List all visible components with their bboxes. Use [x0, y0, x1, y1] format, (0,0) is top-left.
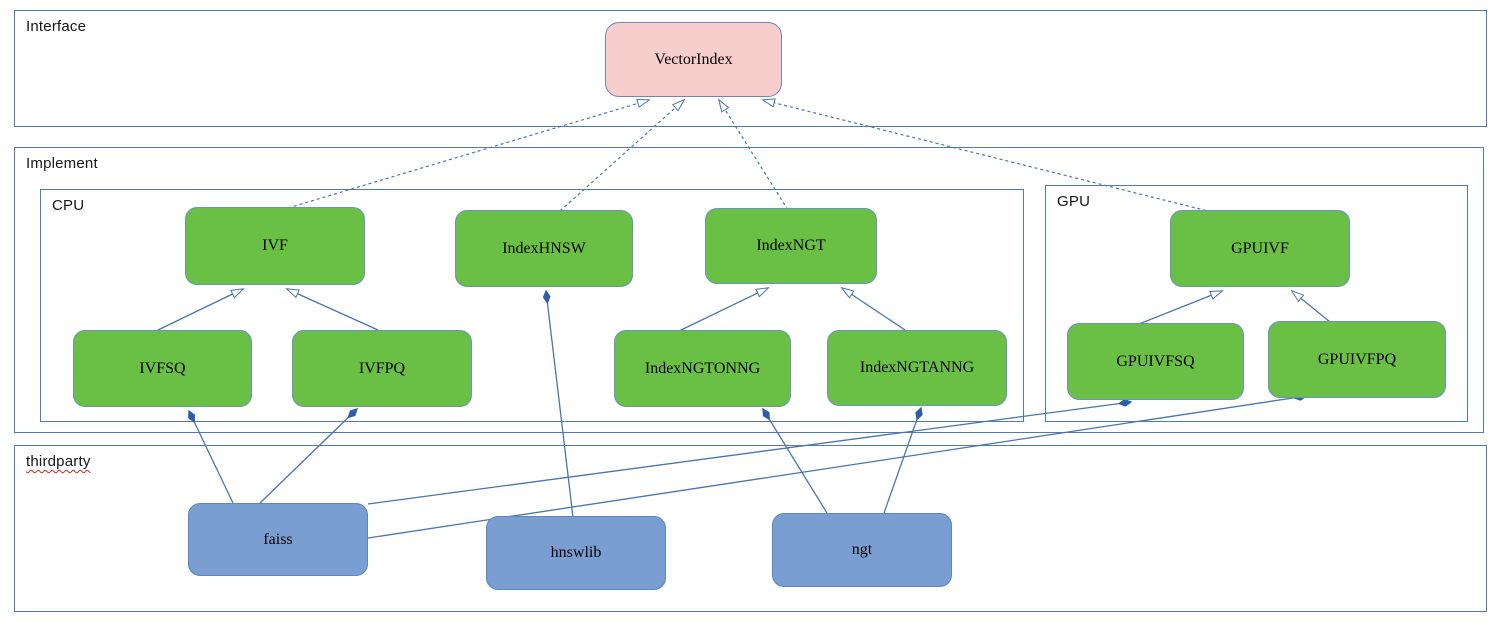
edge-ngt-indexngtanng[interactable]	[883, 406, 923, 514]
cpu-label: CPU	[52, 197, 85, 214]
node-indexngt[interactable]: IndexNGT	[705, 208, 877, 284]
container-thirdparty[interactable]: thirdparty	[14, 445, 1487, 612]
ivfpq-node-label: IVFPQ	[358, 359, 406, 377]
edge-faiss-ivfpq[interactable]	[259, 408, 358, 504]
edge-gpuivfsq-gpuivf[interactable]	[1138, 291, 1222, 325]
edge-ivfpq-ivf[interactable]	[287, 289, 379, 331]
node-gpuivf[interactable]: GPUIVF	[1170, 210, 1350, 287]
node-ivfpq[interactable]: IVFPQ	[292, 330, 472, 407]
edge-ivf-vectorindex[interactable]	[287, 100, 649, 209]
edge-faiss-gpuivfpq[interactable]	[367, 393, 1308, 539]
edge-indexhnsw-vectorindex[interactable]	[559, 100, 684, 212]
node-indexngtonng[interactable]: IndexNGTONNG	[614, 330, 791, 407]
faiss-node-label: faiss	[263, 530, 293, 548]
indexngt-node-label: IndexNGT	[756, 237, 826, 254]
edge-hnswlib-indexhnsw[interactable]	[542, 289, 574, 518]
node-vectorindex[interactable]: VectorIndex	[605, 22, 782, 97]
node-gpuivfpq[interactable]: GPUIVFPQ	[1268, 321, 1446, 398]
node-ivf[interactable]: IVF	[185, 207, 365, 285]
gpu-label: GPU	[1057, 193, 1091, 210]
indexngtanng-node-label: IndexNGTANNG	[859, 359, 975, 376]
node-indexngtanng[interactable]: IndexNGTANNG	[827, 330, 1007, 406]
edge-gpuivf-vectorindex[interactable]	[763, 100, 1213, 213]
edge-indexngtanng-indexngt[interactable]	[842, 288, 906, 331]
implement-label: Implement	[26, 155, 98, 172]
edge-faiss-ivfsq[interactable]	[188, 409, 234, 504]
node-ngt[interactable]: ngt	[772, 513, 952, 587]
edge-indexngt-vectorindex[interactable]	[719, 100, 789, 211]
hnswlib-node-label: hnswlib	[550, 544, 602, 561]
ivfsq-node-label: IVFSQ	[139, 359, 186, 377]
gpuivfsq-node-label: GPUIVFSQ	[1116, 352, 1195, 370]
ivf-node-label: IVF	[262, 237, 288, 254]
edge-ngt-indexngtonng[interactable]	[762, 407, 828, 514]
container-cpu[interactable]: CPU	[40, 189, 1024, 422]
gpuivfpq-node-label: GPUIVFPQ	[1317, 350, 1397, 368]
ngt-node-label: ngt	[851, 541, 873, 558]
node-gpuivfsq[interactable]: GPUIVFSQ	[1067, 323, 1244, 400]
edge-ivfsq-ivf[interactable]	[157, 289, 243, 331]
indexhnsw-node-label: IndexHNSW	[502, 239, 586, 257]
gpuivf-node-label: GPUIVF	[1231, 239, 1289, 257]
container-interface[interactable]: Interface	[14, 10, 1487, 127]
container-gpu[interactable]: GPU	[1045, 185, 1468, 422]
edge-faiss-gpuivfsq[interactable]	[367, 398, 1133, 505]
edge-gpuivfpq-gpuivf[interactable]	[1292, 291, 1331, 323]
node-indexhnsw[interactable]: IndexHNSW	[455, 210, 633, 287]
vectorindex-node-label: VectorIndex	[654, 50, 733, 68]
node-ivfsq[interactable]: IVFSQ	[73, 330, 252, 407]
edge-indexngtonng-indexngt[interactable]	[678, 288, 768, 332]
node-hnswlib[interactable]: hnswlib	[486, 516, 666, 590]
node-faiss[interactable]: faiss	[188, 503, 368, 576]
interface-label: Interface	[26, 18, 87, 35]
indexngtonng-node-label: IndexNGTONNG	[644, 359, 761, 377]
thirdparty-label: thirdparty	[26, 453, 91, 470]
